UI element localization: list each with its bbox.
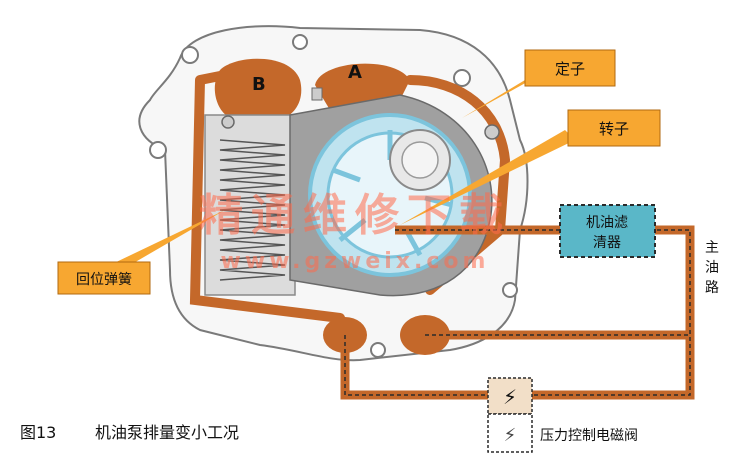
lightning-icon-lower: ⚡: [504, 425, 517, 446]
stator-callout: [524, 49, 616, 87]
stator-callout-pointer: [462, 76, 538, 118]
figure-number: 图13: [20, 423, 56, 442]
stator-label: 定子: [555, 60, 585, 78]
rotor-shaft-center: [401, 141, 439, 179]
pivot-screw: [221, 115, 235, 129]
main-oil-line-char-3: 路: [705, 280, 719, 296]
watermark-url: www.gzweix.com: [221, 249, 490, 274]
main-oil-circuit-dash: [344, 229, 691, 396]
main-oil-line-char-2: 油: [705, 260, 719, 276]
oil-filter-label-2: 清器: [593, 235, 621, 251]
chamber-b-label: B: [252, 74, 266, 95]
solenoid-upper: [487, 377, 533, 415]
rotor-callout-pointer: [400, 130, 575, 225]
spring-callout-pointer: [110, 210, 225, 268]
stop-pin: [311, 87, 323, 101]
solenoid-label: 压力控制电磁阀: [540, 428, 638, 444]
spring-callout: [57, 261, 151, 295]
spring-coil-path: [219, 139, 286, 281]
chamber-a-label: A: [348, 62, 362, 83]
adjust-screw: [484, 124, 500, 140]
rotor-label: 转子: [599, 120, 629, 138]
figure-title: 机油泵排量变小工况: [95, 423, 239, 442]
spring-label: 回位弹簧: [76, 272, 132, 288]
solenoid-lower: [487, 413, 533, 453]
watermark-cn: 精通维修下载: [199, 190, 511, 241]
oil-filter-label-1: 机油滤: [586, 215, 628, 231]
lightning-icon: ⚡: [503, 385, 517, 409]
main-oil-line-char-1: 主: [705, 240, 719, 256]
bolt-holes: [149, 34, 518, 358]
rotor-callout: [567, 109, 661, 147]
return-spring-coils: [219, 139, 286, 281]
oil-channel: [189, 67, 511, 323]
oil-filter-box: [559, 204, 656, 258]
